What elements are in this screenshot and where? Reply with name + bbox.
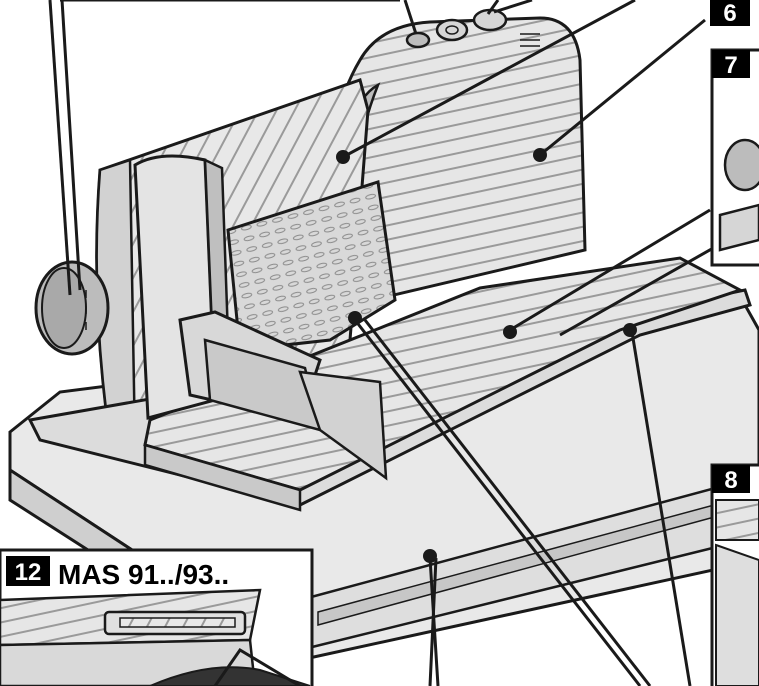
power-button-icon: [435, 18, 469, 42]
thickness-knob: [34, 260, 110, 356]
callout-6-text: 6: [723, 0, 736, 27]
inset-8: [710, 463, 759, 686]
inset-7: [710, 48, 759, 267]
indicator-light-icon: [405, 31, 431, 49]
inset-caption: MAS 91../93..: [58, 559, 229, 590]
inset-12: [0, 548, 314, 686]
callout-6: 6: [710, 0, 750, 27]
callout-7: 7: [712, 50, 750, 79]
callout-8: 8: [712, 465, 750, 494]
leader-dots: [336, 148, 637, 563]
callout-7-text: 7: [724, 52, 737, 79]
callout-12: 12: [6, 556, 50, 586]
food-pusher: [133, 154, 397, 481]
callout-8-text: 8: [724, 467, 737, 494]
control-buttons: [405, 8, 540, 49]
callout-12-text: 12: [15, 559, 42, 586]
leader-lines: [48, 0, 746, 686]
